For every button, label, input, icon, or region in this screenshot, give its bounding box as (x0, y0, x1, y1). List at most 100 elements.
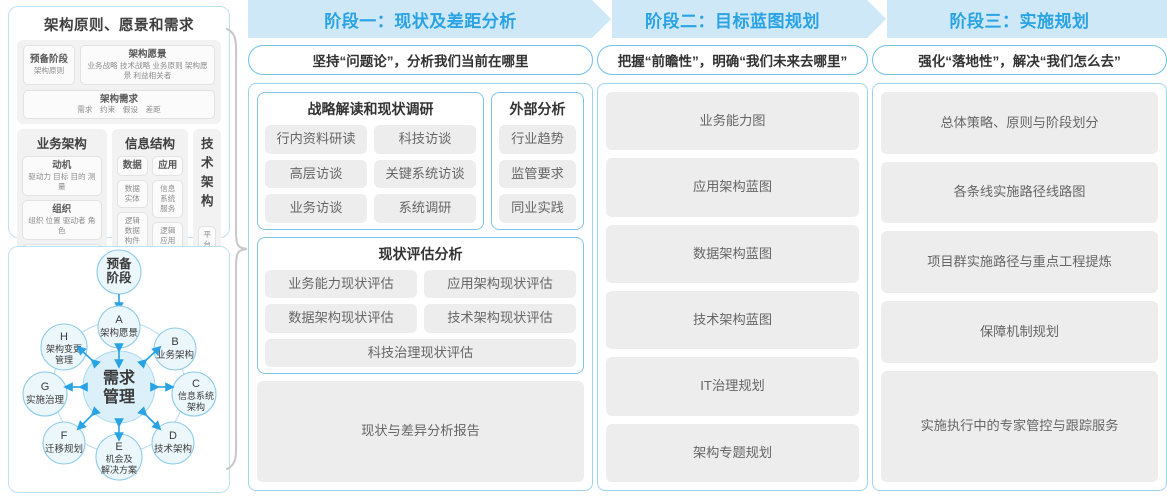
chip-item[interactable]: 实施执行中的专家管控与跟踪服务 (881, 370, 1158, 483)
phase-2-items: 业务能力图 应用架构蓝图 数据架构蓝图 技术架构蓝图 IT治理规划 架构专题规划 (606, 92, 859, 482)
phase-3: 阶段三：实施规划 强化“落地性”，解决“我们怎么去” 总体策略、原则与阶段划分 … (872, 0, 1167, 499)
phase-1-top-row: 战略解读和现状调研 行内资料研读 科技访谈 高层访谈 关键系统访谈 业务访谈 系… (257, 92, 584, 230)
prep-vision-row: 预备阶段 架构原则 架构愿景 业务战略 技术战略 业务原则 架构愿景 利益相关者 (23, 45, 215, 85)
chip-item[interactable]: 技术架构现状评估 (424, 304, 576, 333)
svg-text:D: D (169, 430, 177, 442)
chip-item[interactable]: 同业实践 (499, 194, 576, 223)
svg-text:E: E (115, 441, 122, 453)
prep-stage-sub: 架构原则 (33, 65, 65, 75)
phase-3-subtitle: 强化“落地性”，解决“我们怎么去” (872, 45, 1167, 75)
phase-1-band: 阶段一：现状及差距分析 (248, 0, 612, 38)
chip-item[interactable]: 保障机制规划 (881, 301, 1158, 363)
phase-1-subtitle: 坚持“问题论”，分析我们当前在哪里 (248, 45, 593, 75)
data-item: 逻辑数据构件 (116, 211, 149, 250)
svg-text:F: F (61, 430, 68, 442)
group-strategy-survey: 战略解读和现状调研 行内资料研读 科技访谈 高层访谈 关键系统访谈 业务访谈 系… (257, 92, 484, 230)
chip-item[interactable]: 系统调研 (374, 194, 476, 223)
chip-row: 行业趋势 (499, 125, 576, 154)
chip-item[interactable]: 应用架构现状评估 (424, 269, 576, 298)
architecture-framework-box: 架构原则、愿景和需求 预备阶段 架构原则 架构愿景 业务战略 技术战略 业务原则… (8, 6, 230, 475)
svg-text:信息系统: 信息系统 (178, 390, 214, 401)
chip-item[interactable]: 行业趋势 (499, 125, 576, 154)
chip-item[interactable]: 数据架构蓝图 (606, 224, 859, 283)
requirements-cell: 架构需求 需求 约束 假设 差距 (23, 89, 215, 120)
vision-head: 架构愿景 (128, 49, 167, 60)
chip-item[interactable]: 业务能力图 (606, 92, 859, 151)
chevron-right-icon (867, 0, 887, 38)
phase-1: 阶段一：现状及差距分析 坚持“问题论”，分析我们当前在哪里 战略解读和现状调研 … (248, 0, 612, 499)
phase-3-body: 总体策略、原则与阶段划分 各条线实施路径线路图 项目群实施路径与重点工程提炼 保… (872, 83, 1167, 491)
framework-top-zone: 预备阶段 架构原则 架构愿景 业务战略 技术战略 业务原则 架构愿景 利益相关者… (17, 40, 221, 125)
chip-item[interactable]: 架构专题规划 (606, 423, 859, 482)
adm-cycle-diagram: 需求 管理 预备 阶段 A 架构愿景 B 业务架构 (9, 247, 229, 492)
chip-item[interactable]: 科技访谈 (374, 125, 476, 154)
chip-item[interactable]: 高层访谈 (265, 159, 367, 188)
prep-node-line2: 阶段 (106, 270, 132, 285)
chip-item[interactable]: 行内资料研读 (265, 125, 367, 154)
chip-item[interactable]: 总体策略、原则与阶段划分 (881, 92, 1158, 154)
chip-item[interactable]: 项目群实施路径与重点工程提炼 (881, 231, 1158, 294)
phase-2-band-label: 阶段二：目标蓝图规划 (645, 11, 820, 31)
phase-1-body: 战略解读和现状调研 行内资料研读 科技访谈 高层访谈 关键系统访谈 业务访谈 系… (248, 83, 593, 491)
chip-item[interactable]: 监管要求 (499, 159, 576, 188)
group-current-state-assessment-title: 现状评估分析 (378, 245, 463, 262)
application-item: 信息系统服务 (152, 180, 184, 218)
prep-node-line1: 预备 (106, 256, 132, 271)
application-item: 应用 (152, 156, 184, 177)
left-column: 架构原则、愿景和需求 预备阶段 架构原则 架构愿景 业务战略 技术战略 业务原则… (8, 6, 230, 493)
chip-row: 同业实践 (499, 194, 576, 223)
group-external-analysis-title: 外部分析 (509, 101, 566, 117)
phase-2: 阶段二：目标蓝图规划 把握“前瞻性”，明确“我们未来去哪里” 业务能力图 应用架… (597, 0, 887, 499)
chip-item[interactable]: 数据架构现状评估 (265, 304, 417, 333)
center-label-line1: 需求 (103, 368, 136, 387)
chip-item[interactable]: 技术架构蓝图 (606, 290, 859, 350)
technology-architecture-head: 技术架构 (200, 137, 214, 209)
group-external-analysis: 外部分析 行业趋势 监管要求 同业实践 (491, 92, 584, 230)
chip-item[interactable]: 科技治理现状评估 (265, 338, 576, 367)
chip-row: 监管要求 (499, 159, 576, 188)
vision-cell: 架构愿景 业务战略 技术战略 业务原则 架构愿景 利益相关者 (80, 45, 215, 85)
vision-sub: 业务战略 技术战略 业务原则 架构愿景 利益相关者 (87, 60, 208, 80)
chip-row: 业务访谈 系统调研 (265, 194, 476, 223)
svg-text:管理: 管理 (55, 354, 73, 365)
scope-brace (222, 26, 252, 472)
svg-text:B: B (171, 336, 178, 348)
svg-text:G: G (41, 381, 50, 393)
business-item: 组织 组织 位置 驱动者 角色 (22, 199, 102, 240)
svg-text:架构变更: 架构变更 (46, 343, 82, 354)
svg-text:技术架构: 技术架构 (154, 443, 192, 455)
svg-text:架构愿景: 架构愿景 (100, 327, 138, 339)
phase-3-items: 总体策略、原则与阶段划分 各条线实施路径线路图 项目群实施路径与重点工程提炼 保… (881, 92, 1158, 483)
svg-text:H: H (60, 331, 68, 343)
center-label-line2: 管理 (103, 387, 135, 406)
requirements-sub: 需求 约束 假设 差距 (77, 105, 161, 115)
business-architecture-head: 业务架构 (36, 137, 87, 152)
information-structure-head: 信息结构 (125, 137, 176, 152)
prep-stage-cell: 预备阶段 架构原则 (23, 45, 75, 85)
svg-text:C: C (192, 378, 200, 390)
phase-1-band-label: 阶段一：现状及差距分析 (324, 11, 517, 31)
svg-text:解决方案: 解决方案 (101, 464, 137, 475)
chip-row: 科技治理现状评估 (265, 338, 576, 367)
chip-item[interactable]: 各条线实施路径线路图 (881, 161, 1158, 224)
chip-item[interactable]: 业务访谈 (265, 194, 367, 223)
chip-row: 数据架构现状评估 技术架构现状评估 (265, 304, 576, 333)
phases-container: 阶段一：现状及差距分析 坚持“问题论”，分析我们当前在哪里 战略解读和现状调研 … (248, 0, 1167, 499)
chip-row: 业务能力现状评估 应用架构现状评估 (265, 269, 576, 298)
group-current-state-assessment: 现状评估分析 业务能力现状评估 应用架构现状评估 数据架构现状评估 技术架构现状… (257, 236, 584, 374)
chip-item[interactable]: 业务能力现状评估 (265, 269, 417, 298)
chip-item[interactable]: 关键系统访谈 (374, 159, 476, 188)
phase-2-body: 业务能力图 应用架构蓝图 数据架构蓝图 技术架构蓝图 IT治理规划 架构专题规划 (597, 83, 868, 491)
business-item: 动机 驱动力 目标 目的 测量 (22, 156, 102, 196)
requirements-head: 架构需求 (99, 93, 138, 105)
phase-1-footer-chip[interactable]: 现状与差异分析报告 (257, 381, 584, 482)
svg-text:A: A (115, 314, 123, 326)
svg-text:业务架构: 业务架构 (156, 349, 194, 361)
chip-item[interactable]: 应用架构蓝图 (606, 158, 859, 217)
data-item: 数据实体 (116, 180, 149, 208)
prep-stage-head: 预备阶段 (29, 53, 68, 65)
phase-2-band: 阶段二：目标蓝图规划 (597, 0, 887, 38)
svg-text:迁移规划: 迁移规划 (45, 443, 83, 455)
chip-item[interactable]: IT治理规划 (606, 357, 859, 416)
